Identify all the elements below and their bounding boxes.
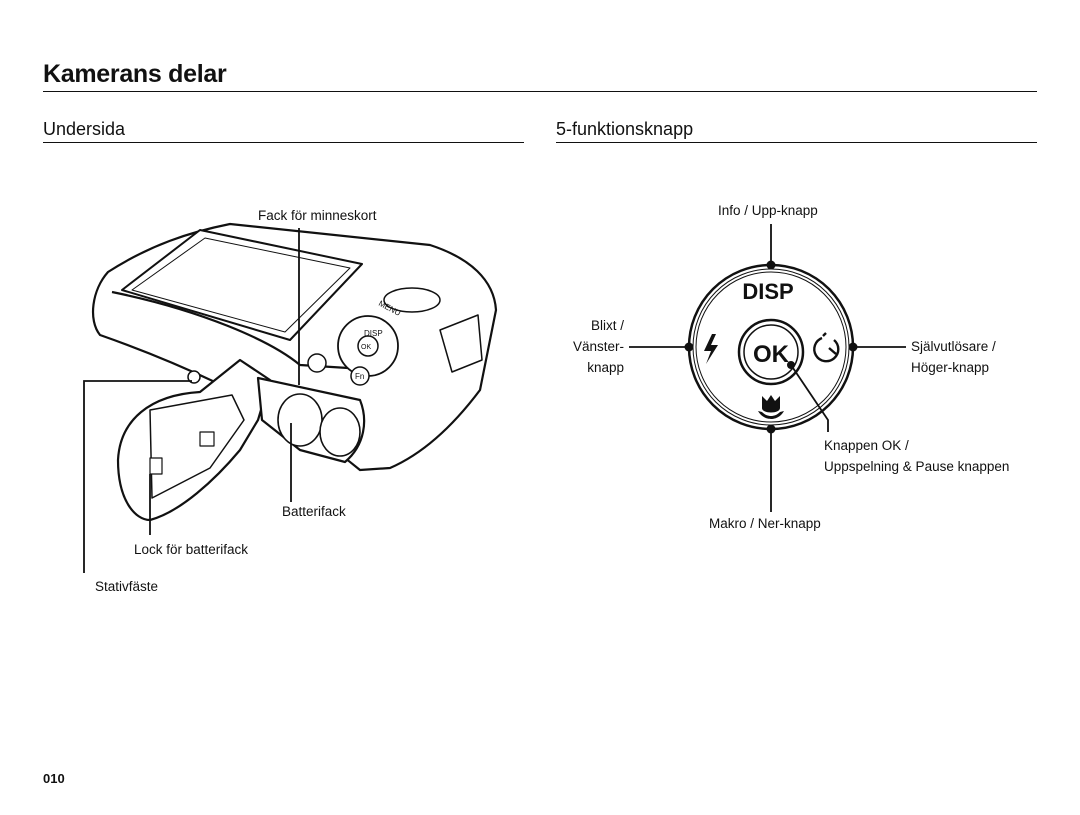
battery-chamber-label: Batterifack: [282, 504, 346, 519]
section-title-bottom: Undersida: [43, 119, 126, 139]
info-up-label: Info / Upp-knapp: [718, 203, 818, 218]
camera-ok-text: OK: [361, 344, 371, 351]
title-divider: [43, 91, 1037, 92]
self-timer-right-label-line1: Självutlösare /: [911, 339, 996, 354]
ok-label-line1: Knappen OK /: [824, 438, 909, 453]
battery-cover-label: Lock för batterifack: [134, 542, 249, 557]
tripod-mount-label: Stativfäste: [95, 579, 159, 594]
flash-left-label-line2: Vänster-: [572, 339, 624, 354]
dial-disp-text: DISP: [742, 279, 793, 304]
macro-down-label: Makro / Ner-knapp: [709, 516, 821, 531]
memory-card-slot-label: Fack för minneskort: [258, 208, 377, 223]
camera-fn-text: Fn: [355, 372, 364, 381]
flash-icon: [704, 334, 718, 364]
flash-left-label-line3: knapp: [587, 360, 624, 375]
section-title-dial: 5-funktionsknapp: [556, 119, 694, 139]
section-divider-right: [556, 142, 1037, 143]
ok-label-line2: Uppspelning & Pause knappen: [824, 459, 1010, 474]
self-timer-icon: [813, 332, 840, 363]
self-timer-right-label-line2: Höger-knapp: [911, 360, 990, 375]
page-number: 010: [43, 771, 65, 786]
section-divider-left: [43, 142, 524, 143]
flash-left-label-line1: Blixt /: [590, 318, 624, 333]
dial-ok-text: OK: [753, 341, 790, 368]
macro-icon: [758, 395, 784, 419]
camera-disp-text: DISP: [364, 329, 383, 338]
page-title: Kamerans delar: [43, 60, 227, 88]
